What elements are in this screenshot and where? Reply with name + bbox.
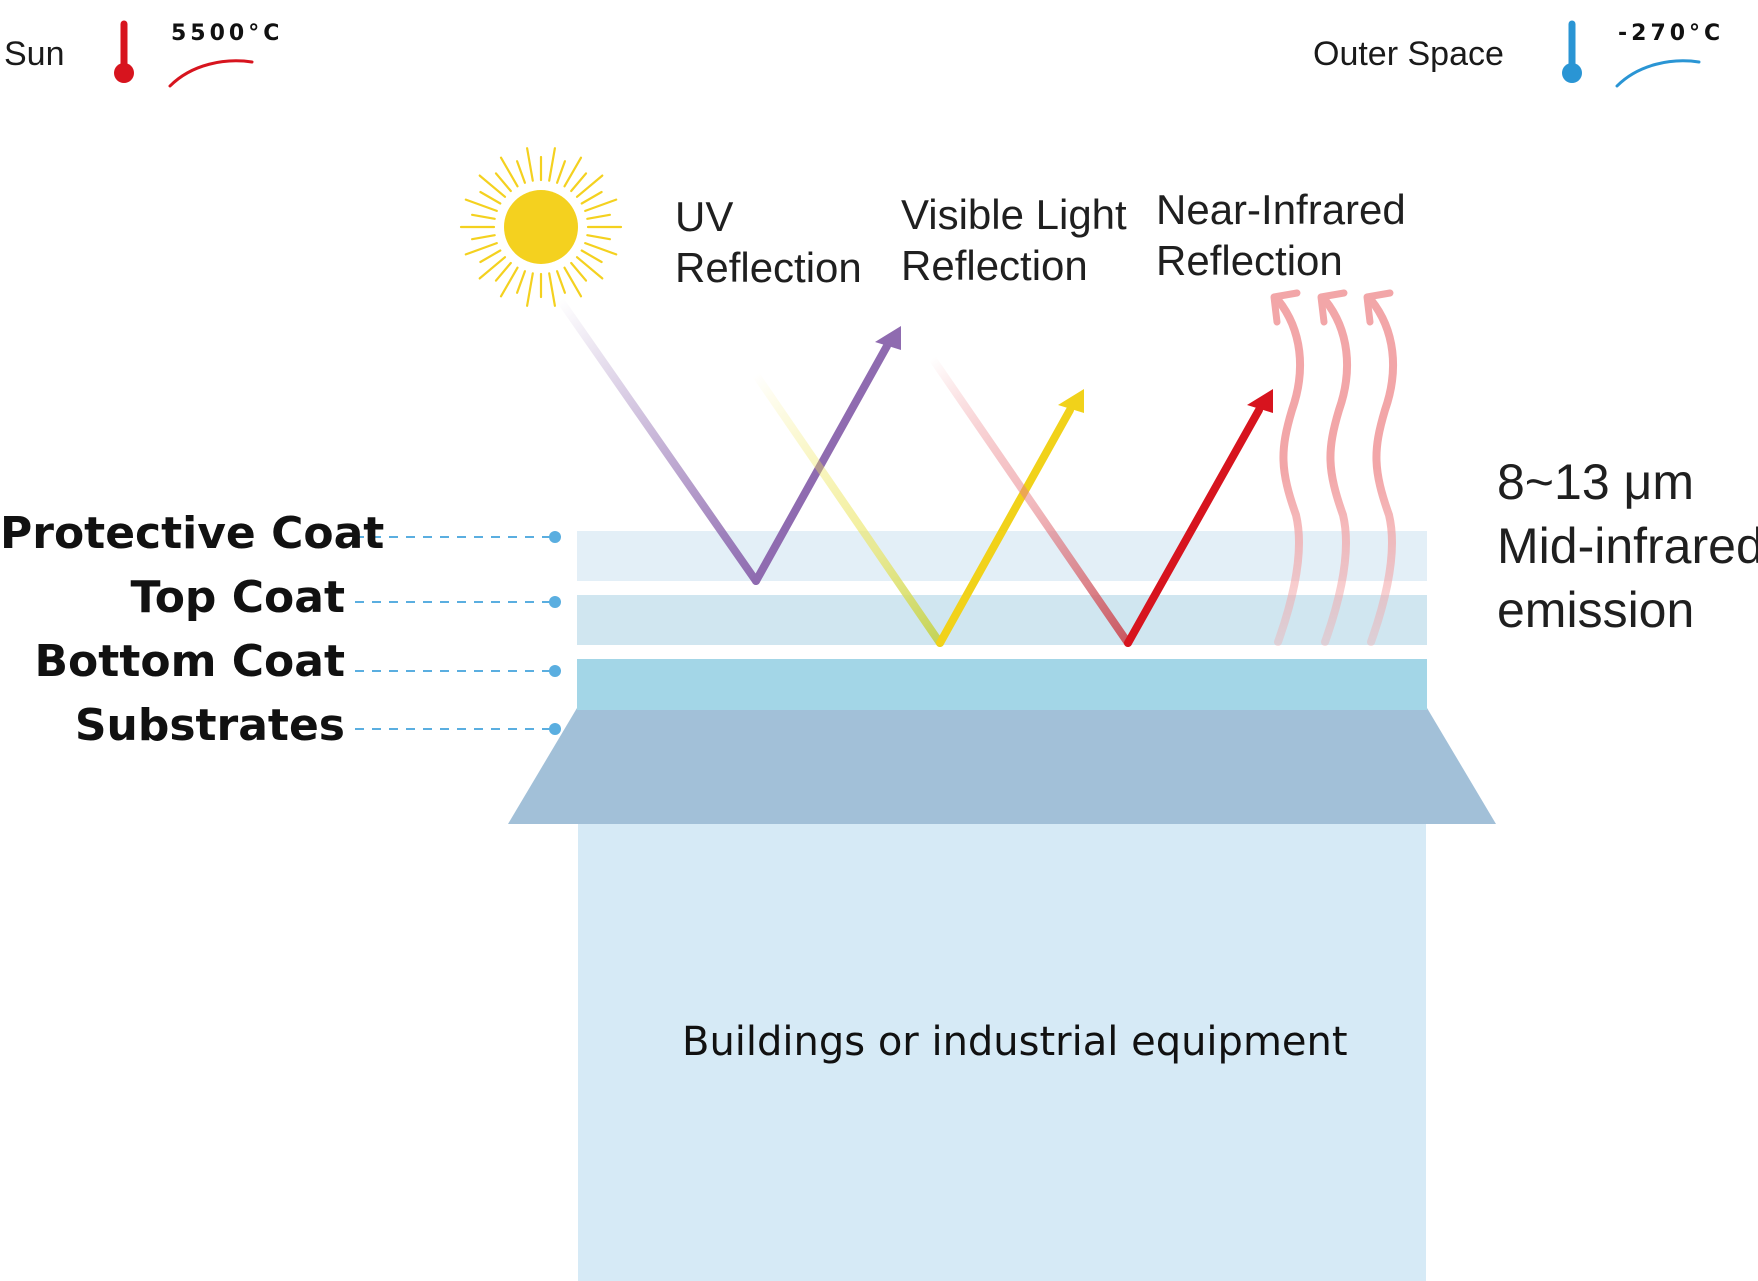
substrate-layer: [508, 708, 1496, 824]
outer-space-label: Outer Space: [1313, 35, 1504, 73]
top-coat-layer: [577, 595, 1427, 645]
near-infrared-reflection-label: Near-Infrared Reflection: [1156, 184, 1406, 286]
layer-label-protective-coat: Protective Coat: [0, 508, 385, 559]
sun-ray: [586, 213, 612, 220]
near-infrared-reflection-arrow: [928, 354, 1273, 647]
heat-wave-arrowheads: [1270, 289, 1394, 326]
sun-ray: [584, 198, 618, 212]
bottom-coat-layer: [577, 659, 1427, 710]
sun-label: Sun: [4, 35, 65, 73]
layer-label-top-coat: Top Coat: [130, 572, 345, 623]
hot-swoosh-icon: [168, 59, 254, 88]
sun-ray: [515, 270, 527, 294]
heat-wave-icon: [1274, 296, 1398, 646]
sun-ray: [548, 147, 557, 182]
sun-ray: [478, 256, 507, 280]
sun-ray: [494, 172, 512, 193]
building-body: [578, 820, 1426, 1281]
visible-label-line1: Visible Light: [901, 191, 1127, 238]
leader-top-coat: [355, 596, 561, 608]
sun-ray: [563, 266, 583, 298]
uv-label-line2: Reflection: [675, 244, 862, 292]
sun-ray: [586, 234, 612, 241]
visible-light-reflection-arrow: [752, 371, 1084, 647]
leader-bottom-coat: [355, 665, 561, 677]
sun-ray: [563, 156, 583, 188]
sun-ray: [494, 261, 512, 282]
sun-ray: [584, 242, 618, 256]
sun-icon: [459, 147, 623, 307]
sun-ray: [580, 249, 603, 264]
building-label: Buildings or industrial equipment: [682, 1019, 1348, 1065]
cold-thermometer-icon: [1562, 20, 1582, 83]
mid-infrared-emission-label: 8~13 μm Mid-infrared emission: [1497, 450, 1758, 642]
cold-swoosh-icon: [1615, 59, 1701, 88]
sun-ray: [479, 249, 502, 264]
sun-ray: [471, 234, 496, 241]
emission-line3: emission: [1497, 582, 1695, 638]
sun-ray: [575, 256, 604, 280]
layer-label-bottom-coat: Bottom Coat: [34, 636, 345, 687]
sun-ray: [525, 272, 534, 307]
sun-ray: [555, 270, 567, 294]
emission-line1: 8~13 μm: [1497, 454, 1694, 510]
sun-ray: [471, 213, 496, 220]
sun-ray: [580, 190, 603, 205]
sun-ray: [525, 147, 534, 182]
sun-ray: [570, 261, 588, 282]
sun-ray: [570, 172, 588, 193]
emission-line2: Mid-infrared: [1497, 518, 1758, 574]
uv-label-line1: UV: [675, 193, 734, 240]
nir-label-line1: Near-Infrared: [1156, 186, 1406, 233]
uv-reflection-label: UV Reflection: [675, 191, 862, 293]
leader-protective-coat: [355, 531, 561, 543]
nir-label-line2: Reflection: [1156, 237, 1343, 285]
sun-ray: [478, 174, 507, 198]
outer-space-temperature: -270°C: [1618, 21, 1725, 46]
sun-ray: [479, 190, 502, 205]
layer-label-substrates: Substrates: [74, 700, 345, 751]
visible-label-line2: Reflection: [901, 242, 1088, 290]
sun-ray: [515, 160, 527, 184]
sun-ray: [464, 198, 498, 212]
sun-ray: [499, 266, 519, 298]
sun-ray: [555, 160, 567, 184]
sun-ray: [499, 156, 519, 188]
sun-temperature: 5500°C: [171, 21, 284, 46]
sun-ray: [575, 174, 604, 198]
leader-substrates: [355, 723, 561, 735]
sun-ray: [464, 242, 498, 256]
visible-light-reflection-label: Visible Light Reflection: [901, 189, 1127, 291]
sun-ray: [548, 272, 557, 307]
hot-thermometer-icon: [114, 20, 134, 83]
